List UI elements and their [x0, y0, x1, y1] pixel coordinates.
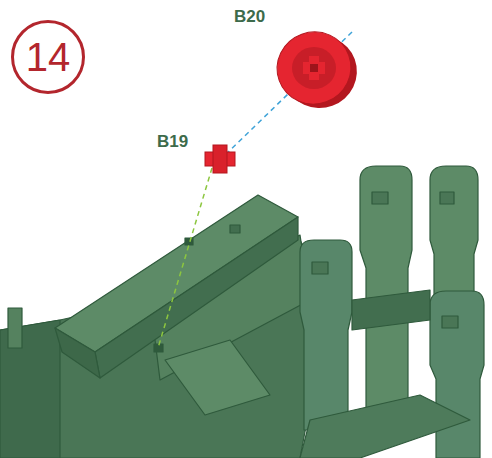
- wheel-part: [267, 22, 367, 119]
- slot: [154, 344, 163, 352]
- slot: [312, 262, 328, 274]
- step-number: 14: [26, 37, 71, 77]
- slot: [230, 225, 240, 233]
- seat-base: [300, 395, 470, 458]
- slot: [185, 238, 193, 245]
- seat-back: [360, 166, 412, 408]
- slot: [440, 192, 454, 204]
- slot: [442, 316, 458, 328]
- seat-rail: [352, 290, 430, 330]
- cross-part: [205, 145, 235, 173]
- seat-back: [430, 291, 484, 458]
- slot: [372, 192, 388, 204]
- seat-back: [300, 240, 352, 430]
- part-label: B19: [157, 132, 188, 152]
- model-post: [8, 308, 22, 348]
- part-label: B20: [234, 7, 265, 27]
- model-plank-top: [55, 195, 298, 352]
- step-number-circle: 14: [11, 20, 85, 94]
- guide-line: [158, 168, 212, 348]
- model-plank-edge: [95, 217, 298, 378]
- model-plank-end: [55, 328, 100, 378]
- model-flap: [165, 340, 270, 415]
